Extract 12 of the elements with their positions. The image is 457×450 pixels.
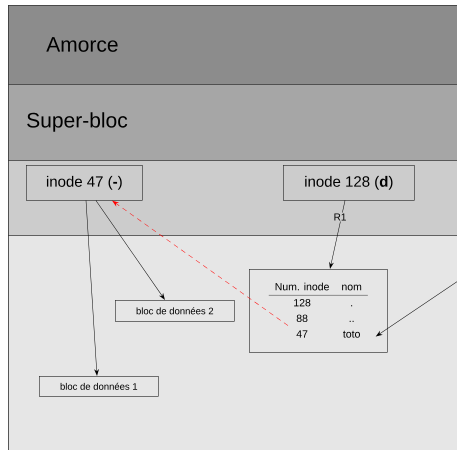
edge-label: R1 — [332, 212, 348, 222]
arrow — [86, 200, 99, 376]
inode-box: inode 128 (d) — [283, 165, 415, 201]
directory-table: Num. inode nom 128 . 88 .. 47 toto — [249, 269, 388, 353]
data-block-box: bloc de données 2 — [115, 300, 235, 322]
arrow — [112, 200, 288, 326]
layer-band: Super-bloc — [8, 84, 457, 161]
arrow — [96, 200, 165, 300]
arrow — [329, 200, 346, 269]
layer-band: Amorce — [8, 5, 457, 85]
data-block-box: bloc de données 1 — [39, 376, 159, 397]
inode-box: inode 47 (-) — [26, 165, 143, 201]
